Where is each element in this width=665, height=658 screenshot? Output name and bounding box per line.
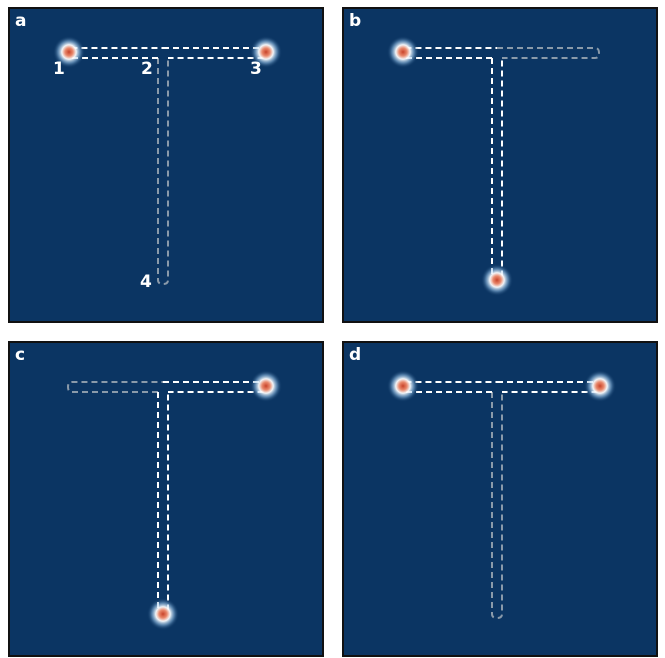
light-spot-port-3 (250, 36, 282, 68)
panel-label: b (349, 11, 362, 31)
guide-stem (157, 58, 169, 286)
panel-c: c (8, 341, 324, 657)
t-junction-diagram (387, 36, 601, 296)
guide-left-arm (66, 381, 163, 393)
panel-d: d (342, 341, 658, 657)
light-spot-port-1 (53, 36, 85, 68)
light-spot-port-1 (387, 370, 419, 402)
port-label-4: 4 (140, 272, 152, 292)
port-label-1: 1 (53, 59, 65, 79)
panel-label: c (15, 345, 26, 365)
light-spot-port-3 (250, 370, 282, 402)
light-spot-port-4 (481, 264, 513, 296)
t-junction-diagram (66, 370, 282, 630)
t-junction-diagram (387, 370, 616, 620)
t-junction-diagram (53, 36, 282, 286)
port-label-2: 2 (141, 59, 153, 79)
guide-right-arm (163, 381, 267, 393)
guide-stem (491, 392, 503, 620)
guide-stem (491, 58, 503, 286)
guide-right-arm (497, 47, 601, 59)
panel-label: d (349, 345, 362, 365)
panel-a: a 1 2 3 4 (8, 7, 324, 323)
panel-b: b (342, 7, 658, 323)
guide-stem (157, 392, 169, 620)
light-spot-port-4 (147, 598, 179, 630)
guide-right-arm (497, 381, 601, 393)
light-spot-port-3 (584, 370, 616, 402)
port-label-3: 3 (250, 59, 262, 79)
light-spot-port-1 (387, 36, 419, 68)
panel-label: a (15, 11, 27, 31)
guide-right-arm (163, 47, 267, 59)
